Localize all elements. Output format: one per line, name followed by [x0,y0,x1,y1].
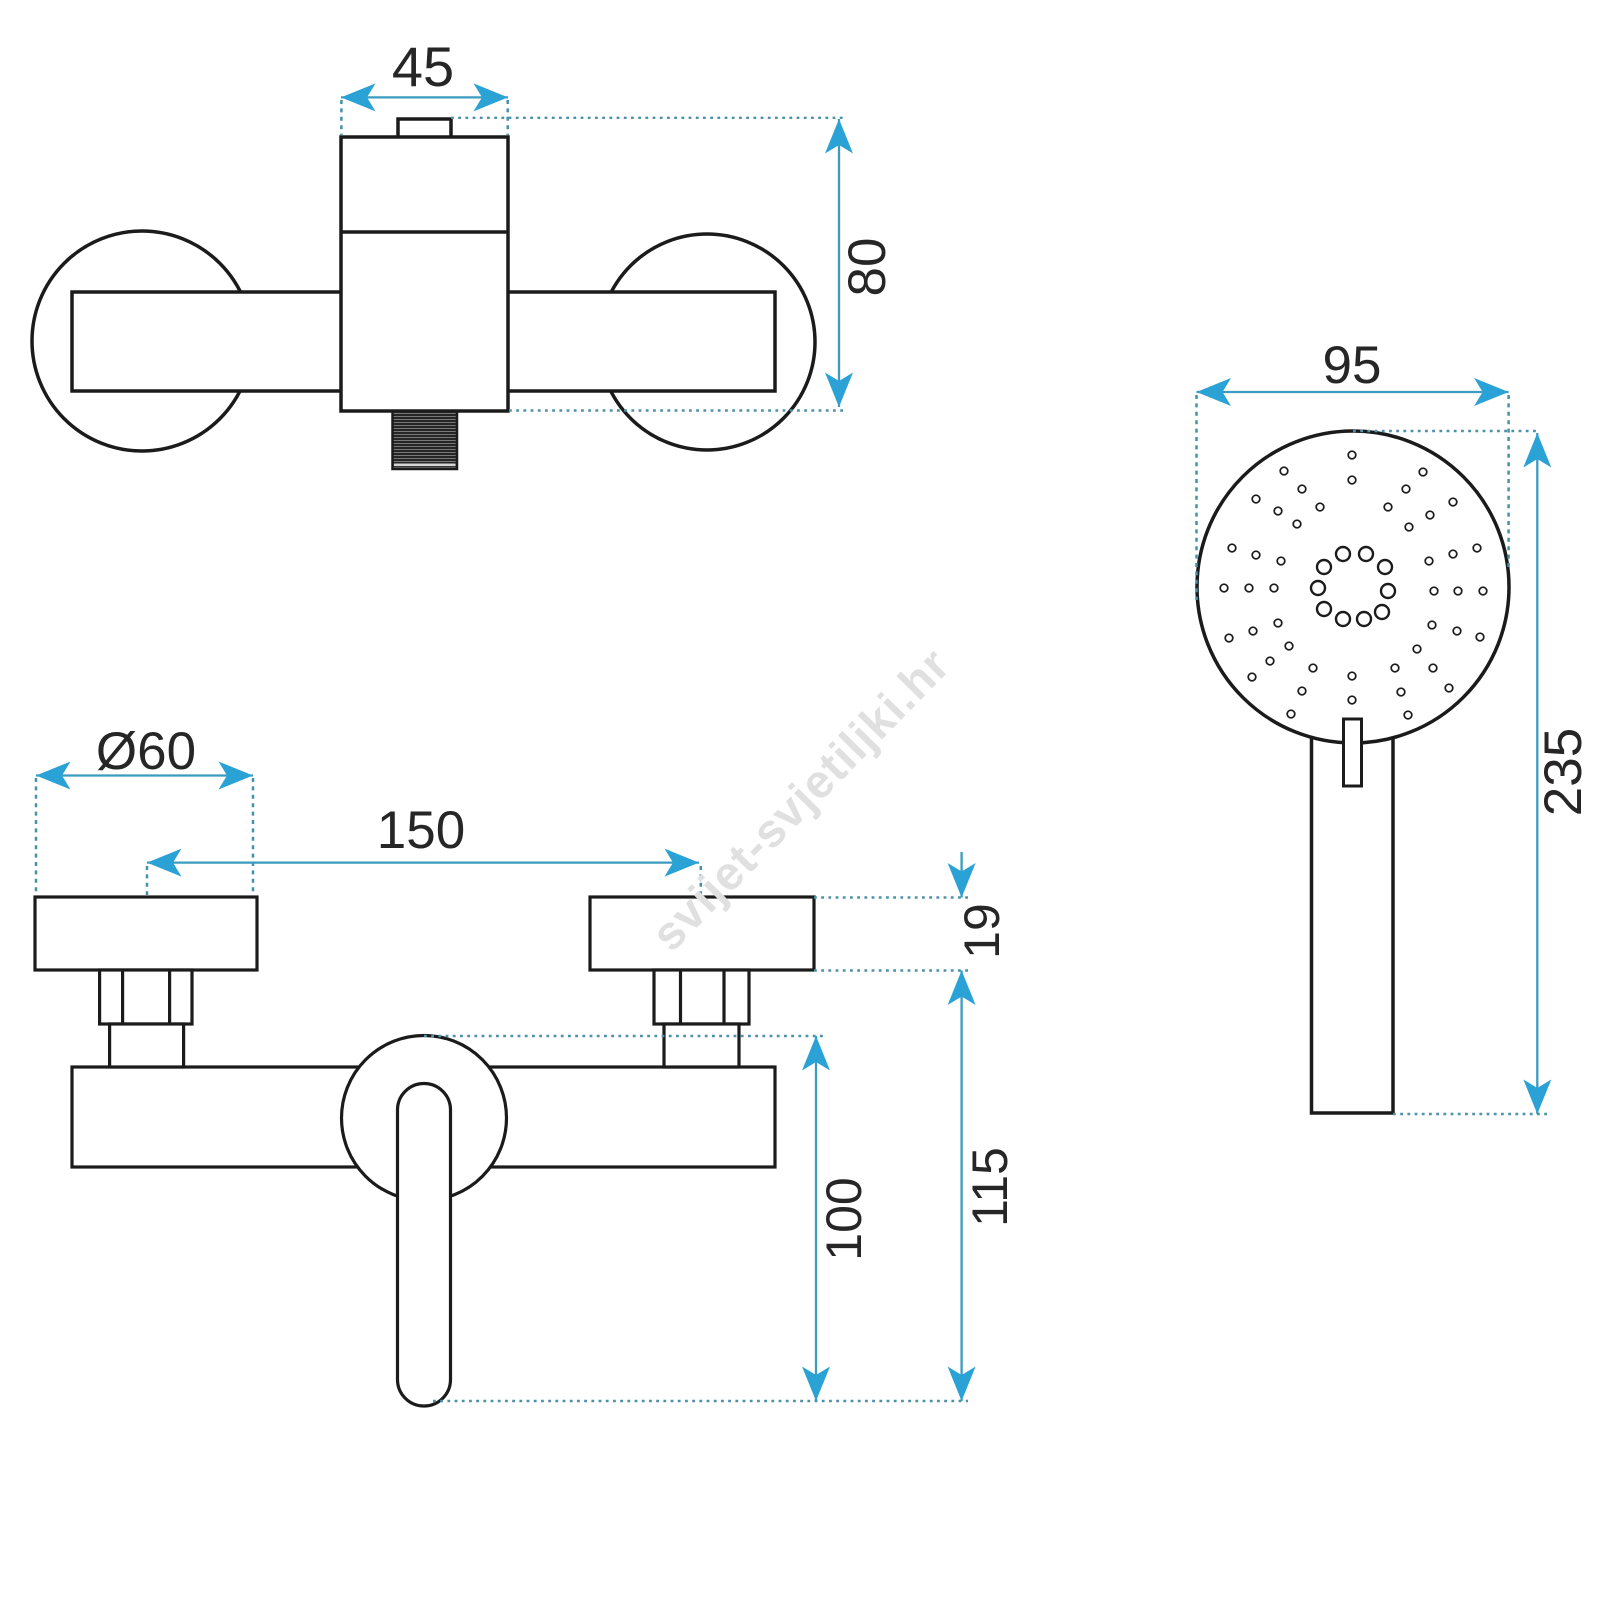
svg-text:235: 235 [1534,728,1593,816]
svg-text:19: 19 [954,903,1010,959]
svg-text:80: 80 [838,238,897,297]
svg-text:95: 95 [1323,336,1382,395]
svg-text:45: 45 [392,35,454,98]
svg-text:150: 150 [377,801,465,860]
svg-text:100: 100 [816,1177,872,1260]
svg-text:115: 115 [962,1147,1018,1227]
svg-text:Ø60: Ø60 [96,722,196,781]
